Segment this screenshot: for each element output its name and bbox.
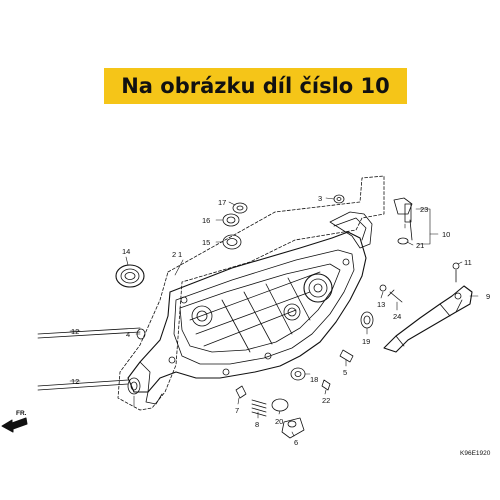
callout-2: 2 — [172, 250, 176, 259]
callout-24: 24 — [393, 312, 401, 321]
stud-bolts — [37, 327, 141, 391]
callout-19: 19 — [362, 337, 370, 346]
callout-12-upper: 12 — [71, 327, 79, 336]
callout-12-lower: 12 — [71, 377, 79, 386]
part-number-banner: Na obrázku díl číslo 10 — [104, 68, 407, 104]
callout-9: 9 — [486, 292, 490, 301]
banner-text: Na obrázku díl číslo 10 — [121, 74, 390, 98]
callout-8: 8 — [255, 420, 259, 429]
large-bearing — [115, 264, 145, 288]
front-direction-arrow — [1, 417, 28, 433]
dowel-pin-3 — [333, 194, 345, 204]
callout-3: 3 — [318, 194, 322, 203]
callout-11: 11 — [464, 258, 472, 267]
callout-20: 20 — [275, 417, 283, 426]
bearing-stack — [222, 202, 248, 250]
stand-bracket — [383, 262, 473, 353]
callout-23: 23 — [420, 205, 428, 214]
callout-21: 21 — [416, 241, 424, 250]
diagram-code: K96E1920 — [460, 450, 491, 457]
callout-14: 14 — [122, 247, 130, 256]
callout-15: 15 — [202, 238, 210, 247]
callout-17: 17 — [218, 198, 226, 207]
callout-labels: 1 2 3 4 5 6 7 8 9 10 11 12 12 13 14 15 1… — [71, 194, 490, 447]
crankcase-body — [127, 211, 373, 405]
callout-10: 10 — [442, 230, 450, 239]
callout-4: 4 — [126, 330, 130, 339]
callout-1: 1 — [178, 250, 182, 259]
callout-6: 6 — [294, 438, 298, 447]
assembly-group-outline — [117, 175, 385, 411]
leader-lines — [69, 197, 479, 437]
callout-18: 18 — [310, 375, 318, 384]
callout-22: 22 — [322, 396, 330, 405]
direction-label: FR. — [16, 410, 27, 417]
callout-7: 7 — [235, 406, 239, 415]
callout-13: 13 — [377, 300, 385, 309]
sensor-assembly — [393, 197, 413, 245]
callout-16: 16 — [202, 216, 210, 225]
oil-drain-parts — [235, 385, 305, 439]
callout-5: 5 — [343, 368, 347, 377]
